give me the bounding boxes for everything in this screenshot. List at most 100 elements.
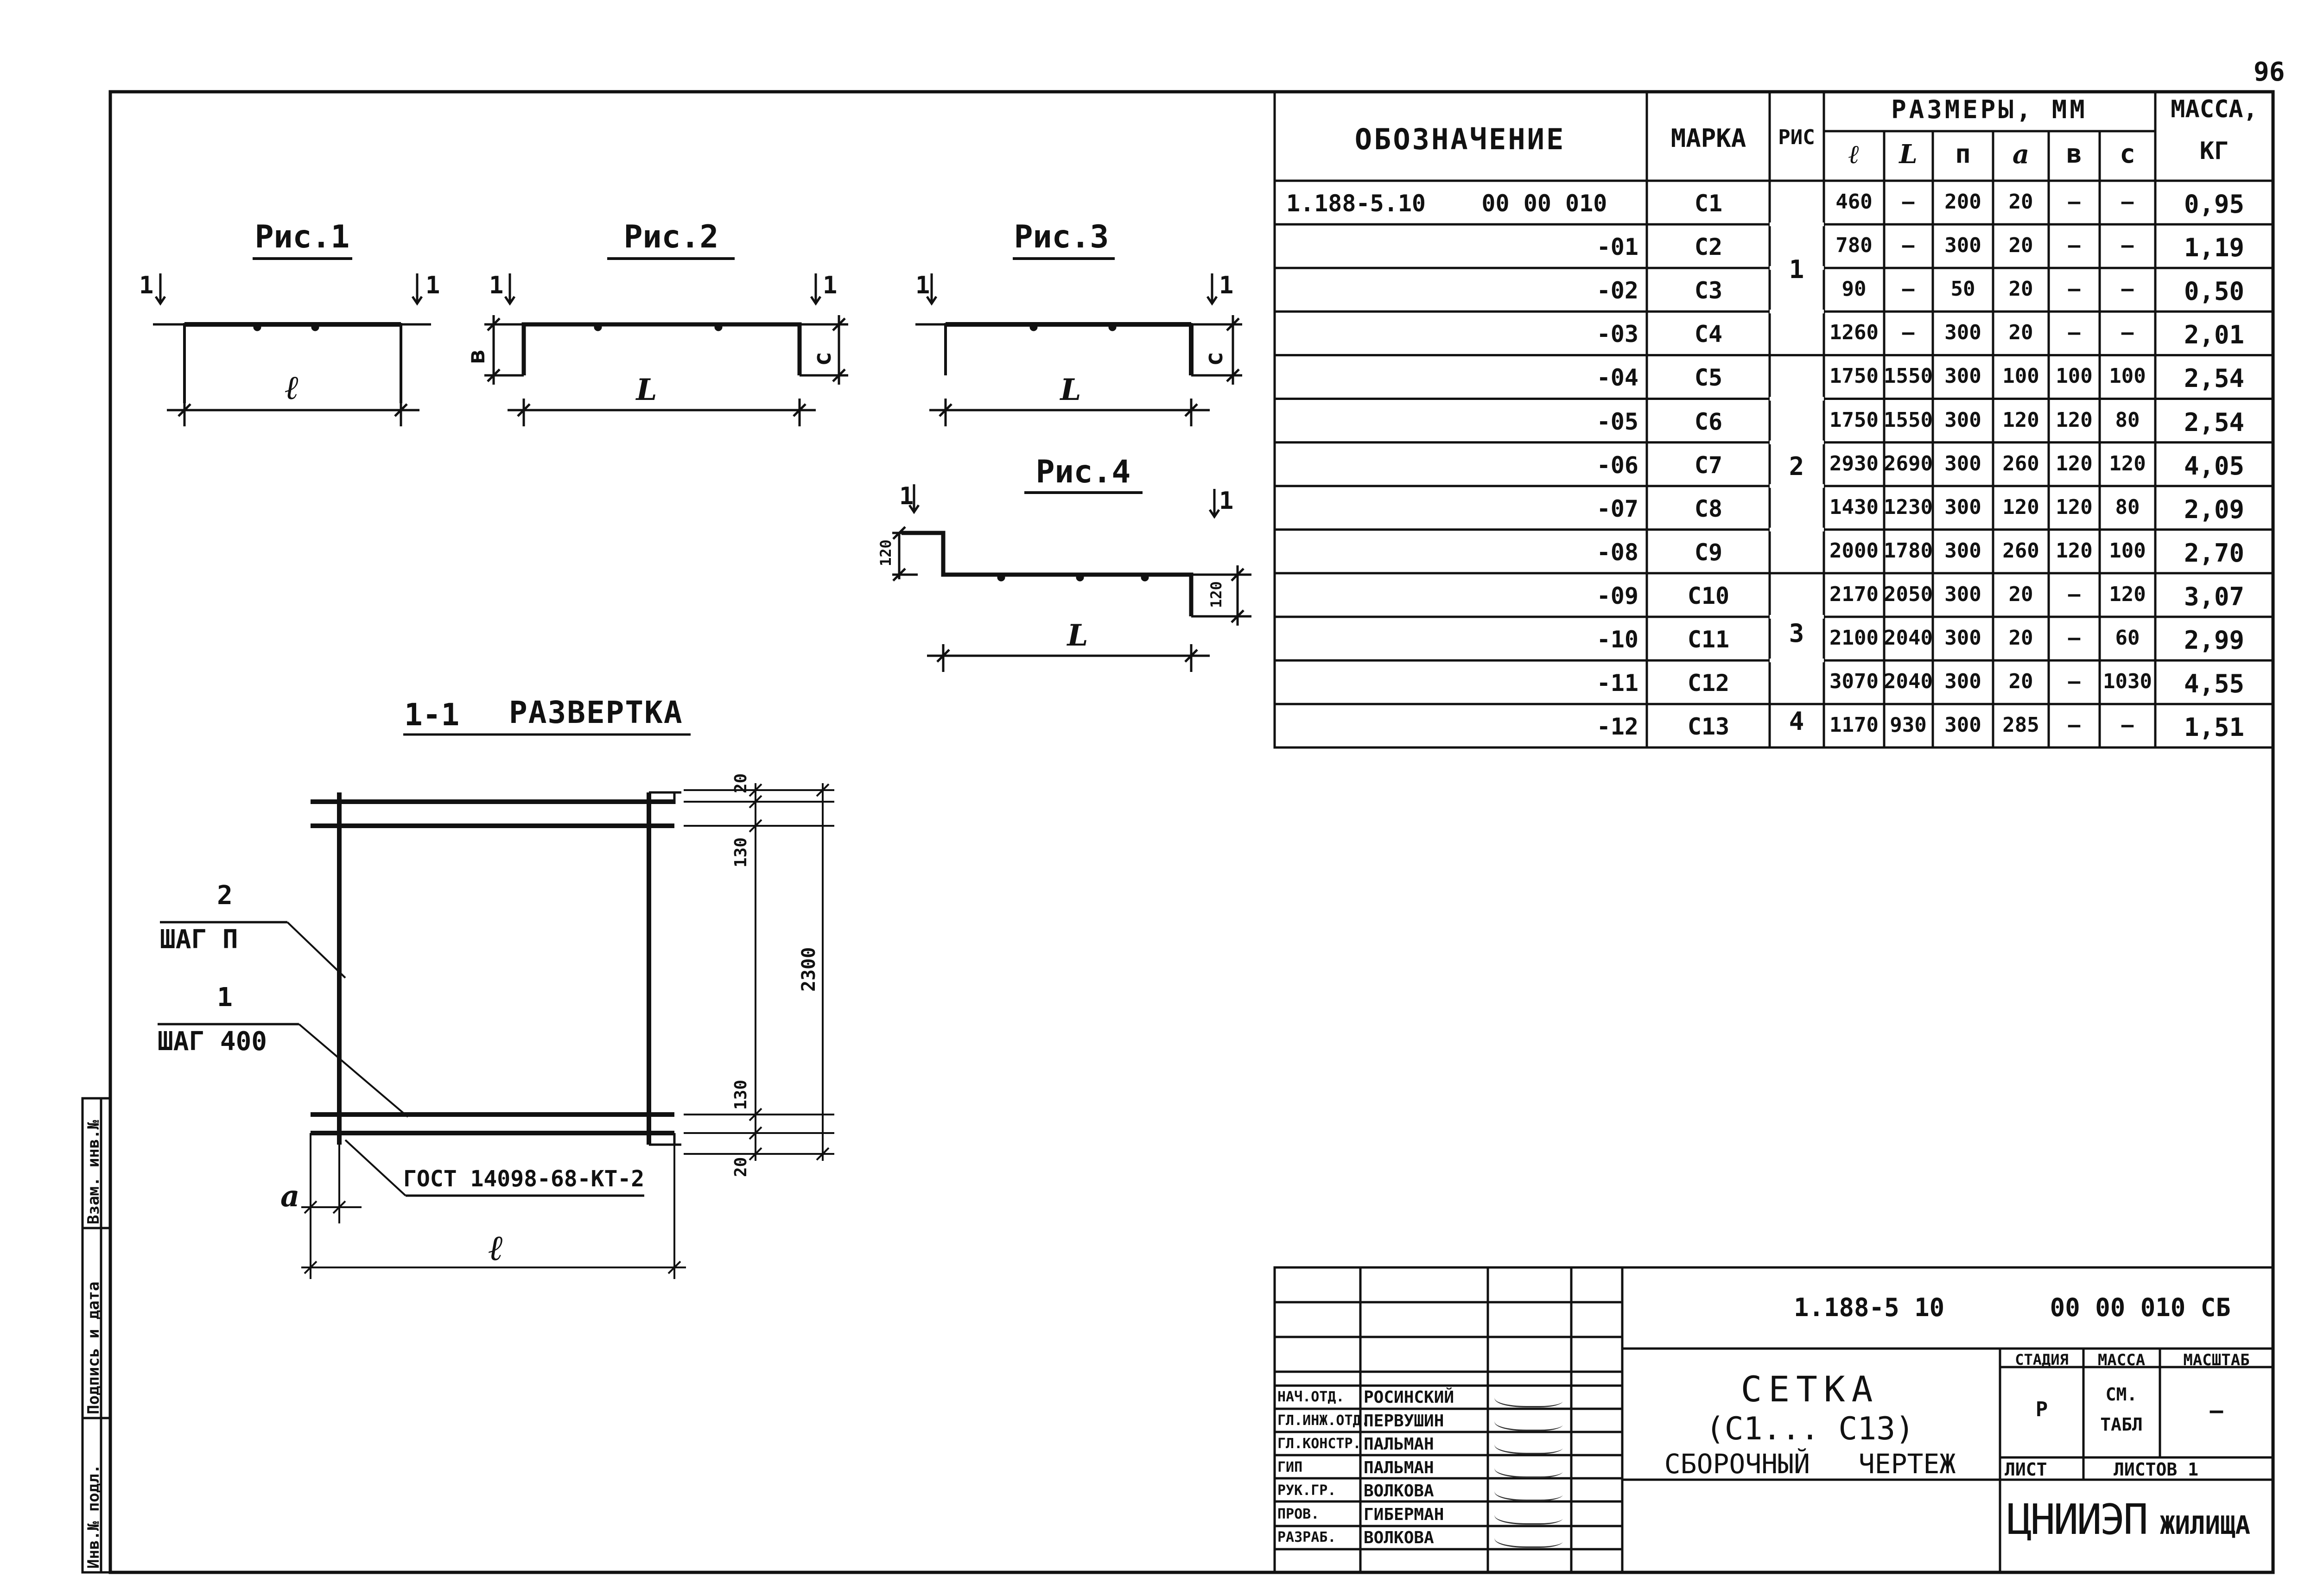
table-cell-mass: 2,70 bbox=[2184, 538, 2245, 568]
figure-3-drawing bbox=[915, 257, 1242, 426]
table-cell-a: 20 bbox=[2008, 670, 2033, 694]
table-cell-c: 80 bbox=[2115, 495, 2140, 519]
scale-label: Масштаб bbox=[2183, 1351, 2250, 1369]
table-cell-L: – bbox=[1902, 190, 1915, 214]
table-cell-n: 300 bbox=[1944, 713, 1981, 737]
table-cell-mark: С9 bbox=[1694, 538, 1723, 566]
table-cell-des: -02 bbox=[1596, 277, 1638, 304]
table-cell-mass: 4,55 bbox=[2184, 669, 2245, 699]
table-cell-a: 20 bbox=[2008, 234, 2033, 258]
table-cell-c: 100 bbox=[2109, 364, 2146, 388]
table-cell-n: 300 bbox=[1944, 451, 1981, 475]
role-name: Росинский bbox=[1364, 1388, 1454, 1407]
figure-2-cut-right: 1 bbox=[823, 272, 838, 299]
table-cell-mass: 4,05 bbox=[2184, 451, 2245, 481]
table-cell-c: – bbox=[2121, 190, 2134, 214]
drawing-name-line2: (С1... С13) bbox=[1705, 1411, 1915, 1447]
table-cell-c: 60 bbox=[2115, 626, 2140, 650]
header-sub-L: L bbox=[1899, 139, 1918, 170]
sheets-count-label: Листов 1 bbox=[2114, 1459, 2199, 1480]
table-cell-n: 300 bbox=[1944, 495, 1981, 519]
title-block-grid bbox=[1273, 1266, 2274, 1574]
table-cell-b: – bbox=[2068, 321, 2081, 345]
table-cell-c: 100 bbox=[2109, 538, 2146, 563]
table-cell-l: 1260 bbox=[1829, 321, 1879, 345]
dim-20-top: 20 bbox=[731, 773, 750, 793]
header-sub-l: ℓ bbox=[1848, 139, 1860, 170]
role-label: ГИП bbox=[1277, 1459, 1303, 1476]
table-cell-des: -09 bbox=[1596, 582, 1638, 609]
table-cell-des: -08 bbox=[1596, 538, 1638, 566]
figure-2-dim-c: с bbox=[809, 351, 837, 366]
table-cell-c: 120 bbox=[2109, 451, 2146, 475]
table-cell-b: – bbox=[2068, 234, 2081, 258]
table-cell-a: 260 bbox=[2002, 451, 2039, 475]
table-cell-mark: С7 bbox=[1694, 451, 1723, 479]
figure-4-drawing bbox=[892, 484, 1251, 672]
header-sub-n: п bbox=[1955, 139, 1971, 169]
table-cell-mass: 2,99 bbox=[2184, 626, 2245, 655]
table-cell-l: 2930 bbox=[1829, 451, 1879, 475]
development-dim-l: ℓ bbox=[488, 1227, 504, 1268]
table-cell-mark: С4 bbox=[1694, 321, 1723, 348]
table-cell-b: – bbox=[2068, 626, 2081, 650]
table-cell-a: 260 bbox=[2002, 538, 2039, 563]
table-cell-mass: 2,01 bbox=[2184, 320, 2245, 350]
role-label: Гл.констр. bbox=[1277, 1436, 1361, 1452]
figure-4-dim-top: 120 bbox=[877, 539, 895, 566]
header-sub-a: а bbox=[2012, 139, 2030, 170]
role-name: Волкова bbox=[1364, 1482, 1434, 1501]
organization-logo: ЦНИИЭП bbox=[2007, 1495, 2148, 1544]
position-1-number: 1 bbox=[217, 982, 233, 1013]
header-fig: Рис bbox=[1778, 126, 1815, 149]
mass-label: Масса bbox=[2097, 1351, 2146, 1369]
table-cell-mass: 2,09 bbox=[2184, 494, 2245, 524]
role-label: Разраб. bbox=[1277, 1529, 1336, 1545]
header-designation: Обозначение bbox=[1354, 122, 1566, 156]
table-cell-mass: 2,54 bbox=[2184, 407, 2245, 437]
table-cell-L: 2040 bbox=[1884, 626, 1933, 650]
table-cell-b: – bbox=[2068, 582, 2081, 606]
side-stamp-replace-inv: Взам. инв.№ bbox=[84, 1120, 103, 1224]
table-cell-b: – bbox=[2068, 190, 2081, 214]
figure-4-dim-L: L bbox=[1067, 618, 1088, 653]
table-cell-l: 2170 bbox=[1829, 582, 1879, 606]
figure-4-cut-right: 1 bbox=[1219, 487, 1234, 515]
table-cell-mark: С13 bbox=[1687, 713, 1730, 741]
table-cell-L: – bbox=[1902, 234, 1915, 258]
table-cell-n: 300 bbox=[1944, 234, 1981, 258]
table-cell-a: 20 bbox=[2008, 277, 2033, 301]
table-cell-L: 2040 bbox=[1884, 670, 1933, 694]
header-dimensions: Размеры, мм bbox=[1891, 95, 2088, 124]
development-title-number: 1-1 bbox=[404, 697, 460, 733]
table-cell-a: 20 bbox=[2008, 321, 2033, 345]
role-name: Гиберман bbox=[1364, 1505, 1444, 1524]
table-cell-l: 1170 bbox=[1829, 713, 1879, 737]
sheet-label: Лист bbox=[2005, 1459, 2047, 1480]
table-cell-mass: 2,54 bbox=[2184, 364, 2245, 393]
position-2-step: шаг п bbox=[160, 925, 238, 955]
table-cell-des: -12 bbox=[1596, 713, 1638, 741]
figure-1-drawing bbox=[153, 257, 431, 426]
table-cell-l: 2100 bbox=[1829, 626, 1879, 650]
table-cell-mark: С3 bbox=[1694, 277, 1723, 304]
table-cell-c: – bbox=[2121, 234, 2134, 258]
table-cell-L: 1780 bbox=[1884, 538, 1933, 563]
table-cell-n: 300 bbox=[1944, 582, 1981, 606]
table-cell-l: 2000 bbox=[1829, 538, 1879, 563]
table-cell-c: 80 bbox=[2115, 408, 2140, 432]
table-cell-l: 1750 bbox=[1829, 364, 1879, 388]
drawing-name-line3: Сборочный чертеж bbox=[1664, 1448, 1956, 1480]
table-cell-des: -04 bbox=[1596, 364, 1638, 392]
figure-4-dim-right: 120 bbox=[1207, 581, 1225, 608]
table-cell-mark: С6 bbox=[1694, 408, 1723, 435]
position-2-number: 2 bbox=[217, 880, 233, 911]
role-name: Первушин bbox=[1364, 1411, 1444, 1431]
table-cell-L: 2690 bbox=[1884, 451, 1933, 475]
mass-value-line1: см. bbox=[2105, 1384, 2138, 1405]
table-cell-a: 285 bbox=[2002, 713, 2039, 737]
role-label: Гл.инж.отд. bbox=[1277, 1412, 1370, 1429]
table-cell-l: 1430 bbox=[1829, 495, 1879, 519]
sheet-frame bbox=[108, 90, 2275, 1574]
